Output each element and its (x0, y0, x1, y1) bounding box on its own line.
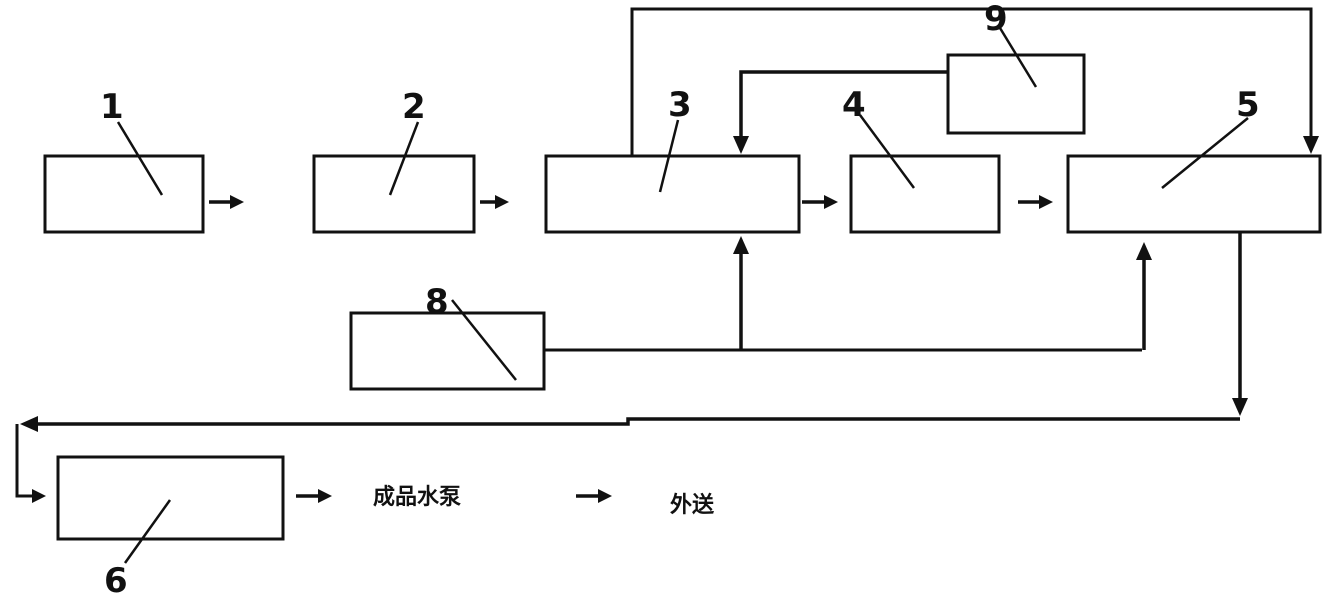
label-6: 6 (104, 561, 128, 601)
arrow-3-to-4 (802, 195, 838, 209)
line-9-to-3 (733, 70, 948, 154)
bypass-3-to-5 (630, 7, 1319, 156)
external-delivery-label: 外送 (670, 492, 714, 518)
label-4: 4 (842, 85, 866, 125)
box-3 (544, 154, 801, 234)
box-9 (946, 53, 1086, 135)
leader-line-6 (123, 499, 172, 564)
leader-line-8 (451, 299, 517, 381)
arrow-1-to-2 (209, 195, 244, 209)
box-6 (56, 455, 285, 541)
label-9: 9 (984, 0, 1008, 39)
product-water-pump-label: 成品水泵 (373, 485, 461, 510)
arrow-4-to-5 (1018, 195, 1053, 209)
arrow-2-to-3 (480, 195, 509, 209)
leader-line-3 (658, 119, 680, 193)
box-1 (43, 154, 205, 234)
label-3: 3 (668, 85, 692, 125)
box-8 (349, 311, 546, 391)
box-5 (1066, 154, 1322, 234)
label-2: 2 (402, 87, 426, 127)
leader-line-2 (388, 121, 420, 196)
label-5: 5 (1236, 85, 1260, 125)
arrow-pump-to-delivery (576, 489, 612, 503)
leader-line-5 (1161, 117, 1249, 189)
leader-line-4 (858, 114, 916, 189)
line-8-to-3-and-5 (544, 236, 1152, 352)
line-5-to-6 (15, 232, 1248, 503)
box-4 (849, 154, 1001, 234)
box-2 (312, 154, 476, 234)
label-8: 8 (425, 282, 449, 322)
label-1: 1 (100, 87, 124, 127)
leader-line-1 (116, 121, 164, 196)
arrow-6-to-pump (296, 489, 332, 503)
leader-line-9 (998, 27, 1038, 88)
